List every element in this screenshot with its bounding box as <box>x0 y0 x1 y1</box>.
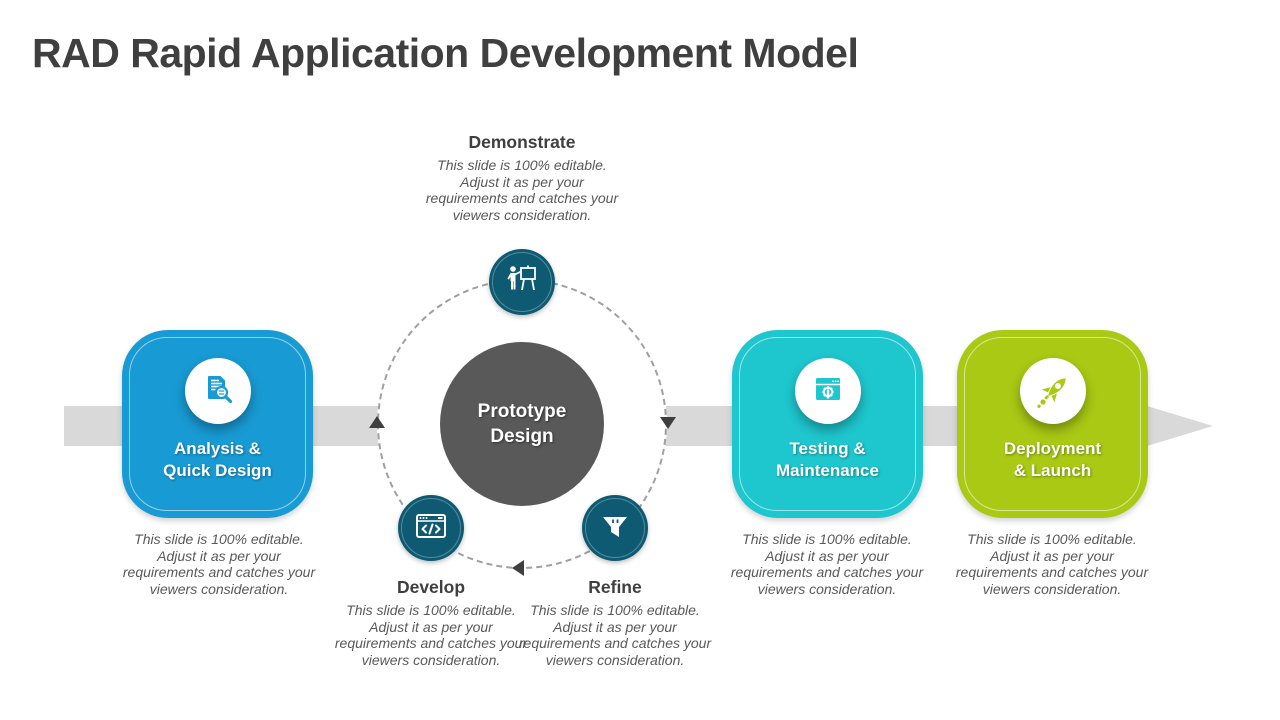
rocket-icon <box>1019 358 1086 424</box>
demonstrate-description: This slide is 100% editable. Adjust it a… <box>425 157 619 223</box>
stage-testing-label: Testing & Maintenance <box>776 439 879 480</box>
stage-analysis-quick-design: Analysis & Quick Design <box>122 330 313 518</box>
page-title: RAD Rapid Application Development Model <box>32 30 859 76</box>
demonstrate-node <box>489 249 555 315</box>
analysis-document-search-icon <box>184 358 251 424</box>
funnel-icon <box>595 506 635 551</box>
develop-heading: Develop <box>396 577 466 597</box>
refine-description: This slide is 100% editable. Adjust it a… <box>518 602 712 668</box>
code-window-icon <box>411 506 451 551</box>
refine-text-block: Refine This slide is 100% editable. Adju… <box>513 577 717 668</box>
stage-deployment-label: Deployment & Launch <box>1003 439 1102 480</box>
cycle-arrow-left-icon <box>512 560 524 576</box>
testing-gear-window-icon <box>794 358 861 424</box>
demonstrate-text-block: Demonstrate This slide is 100% editable.… <box>420 132 624 223</box>
analysis-description: This slide is 100% editable. Adjust it a… <box>122 531 316 597</box>
cycle-arrow-down-icon <box>660 417 676 429</box>
stage-deployment-launch: Deployment & Launch <box>957 330 1148 518</box>
deployment-text-block: This slide is 100% editable. Adjust it a… <box>950 531 1154 597</box>
cycle-arrow-up-icon <box>369 416 385 428</box>
develop-description: This slide is 100% editable. Adjust it a… <box>334 602 528 668</box>
stage-testing-maintenance: Testing & Maintenance <box>732 330 923 518</box>
testing-description: This slide is 100% editable. Adjust it a… <box>730 531 924 597</box>
refine-node <box>582 495 648 561</box>
presentation-icon <box>502 260 542 305</box>
refine-heading: Refine <box>588 577 642 597</box>
deployment-description: This slide is 100% editable. Adjust it a… <box>955 531 1149 597</box>
prototype-design-label: Prototype Design <box>477 401 567 447</box>
analysis-text-block: This slide is 100% editable. Adjust it a… <box>117 531 321 597</box>
testing-text-block: This slide is 100% editable. Adjust it a… <box>725 531 929 597</box>
demonstrate-heading: Demonstrate <box>468 132 576 152</box>
stage-analysis-label: Analysis & Quick Design <box>163 439 272 480</box>
prototype-design-circle: Prototype Design <box>440 342 604 506</box>
develop-text-block: Develop This slide is 100% editable. Adj… <box>329 577 533 668</box>
develop-node <box>398 495 464 561</box>
